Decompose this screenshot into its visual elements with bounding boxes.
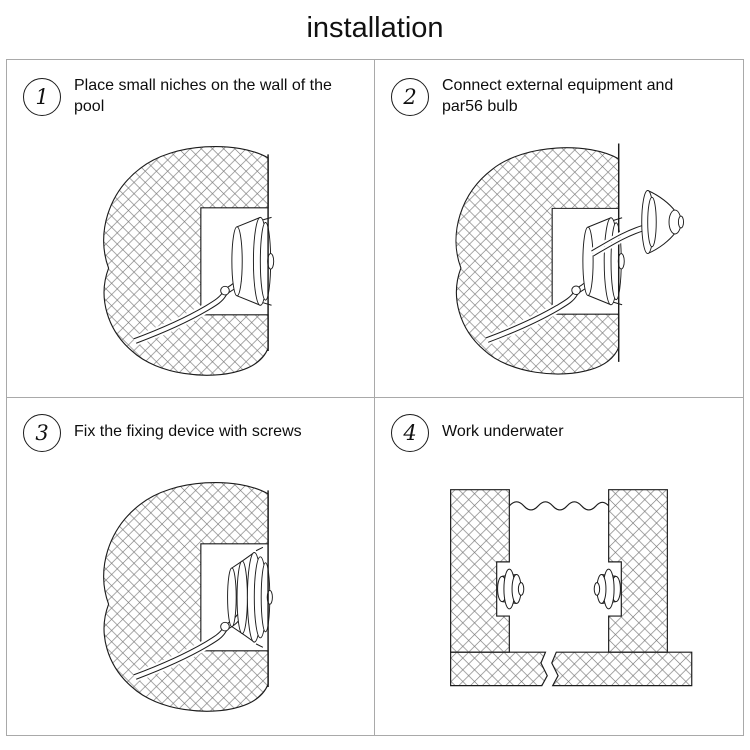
step-3-art [7,452,374,736]
screws [255,547,264,649]
step-3-panel: 3 Fix the fixing device with screws [7,397,375,736]
left-pool-wall [450,488,510,653]
step-2-art [375,118,743,397]
steps-grid: 1 Place small niches on the wall of the … [6,59,744,736]
pool-wall-niche-drawing-icon [103,146,275,376]
step-4-panel: 4 Work underwater [375,398,743,736]
step-number-circle-icon: 4 [391,413,429,452]
step-4-art [375,452,743,736]
step-3-header: 3 Fix the fixing device with screws [7,398,374,452]
water-surface-wave-icon [508,501,610,511]
concrete-section [455,147,620,375]
concrete-section [103,482,269,713]
step-2-caption: Connect external equipment and par56 bul… [442,77,674,115]
page-title: installation [306,12,444,44]
power-cable [132,275,244,346]
power-cable [484,275,595,345]
step-4-header: 4 Work underwater [375,398,743,452]
underwater-pool-drawing-icon [450,488,693,686]
step-1-art [7,118,374,397]
par56-bulb-drawing-icon [590,190,684,259]
step-number-circle-icon: 1 [23,77,61,116]
step-4-caption: Work underwater [442,423,564,441]
concrete-section [103,146,269,376]
step-1-header: 1 Place small niches on the wall of the … [7,60,374,118]
connect-bulb-drawing-icon [455,143,684,375]
fixing-device-drawing-icon [103,482,273,713]
step-1-panel: 1 Place small niches on the wall of the … [7,60,375,398]
pool-floor-left [450,651,548,686]
pool-floor-right [551,651,693,686]
right-underwater-light [593,568,621,610]
step-number-circle-icon: 3 [23,413,61,452]
left-underwater-light [497,568,525,610]
step-1-caption: Place small niches on the wall of the po… [74,77,332,115]
step-2-panel: 2 Connect external equipment and par56 b… [375,60,743,398]
right-pool-wall [608,488,668,653]
step-number-circle-icon: 2 [391,77,429,116]
installed-light-fixture [227,547,273,649]
step-3-caption: Fix the fixing device with screws [74,423,302,441]
step-2-header: 2 Connect external equipment and par56 b… [375,60,743,118]
